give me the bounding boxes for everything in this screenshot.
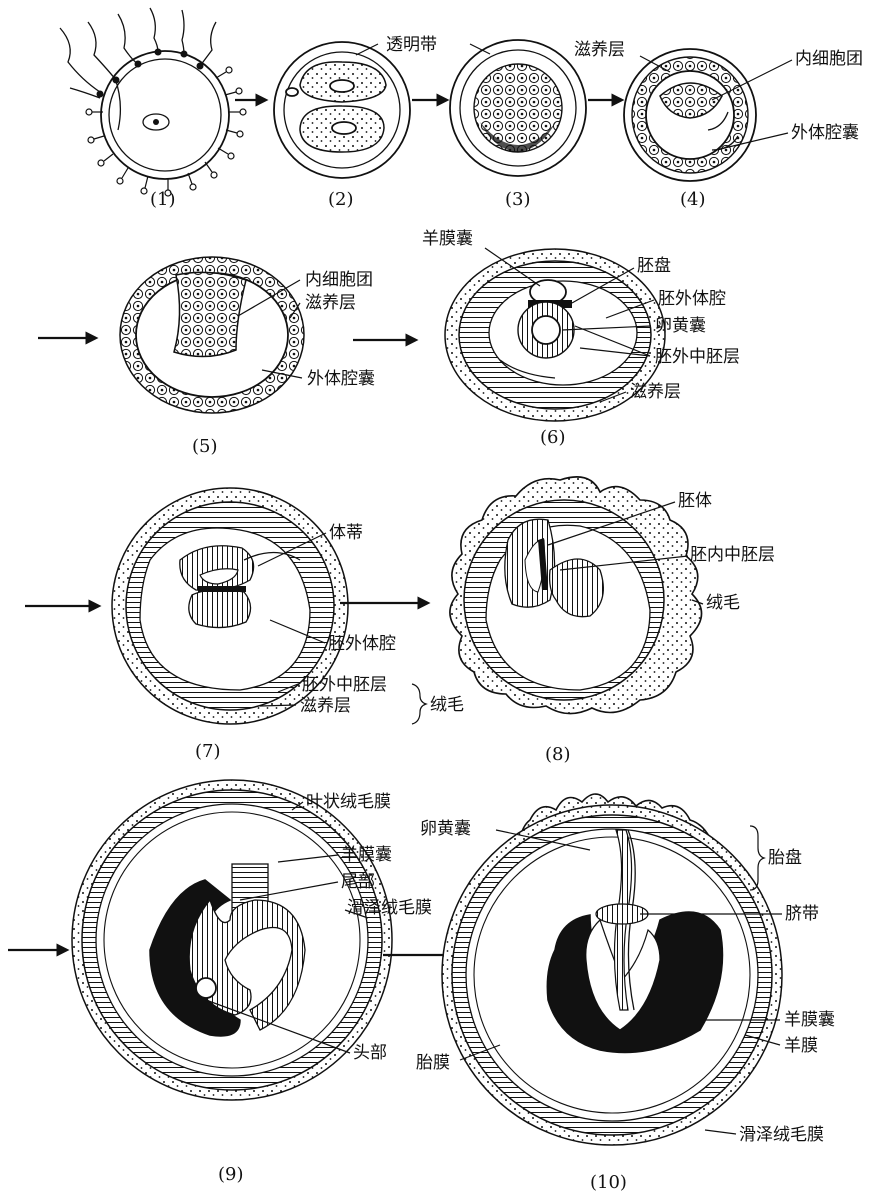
- stage-9-figure: [72, 780, 392, 1100]
- label-s7-body-stalk: 体蒂: [329, 523, 363, 543]
- caption-stage-1: (1): [150, 189, 176, 210]
- label-s6-embryonic-disc: 胚盘: [637, 256, 671, 276]
- label-s7-extraembryonic-mesoderm: 胚外中胚层: [302, 675, 387, 695]
- label-s6-trophoblast: 滋养层: [630, 382, 681, 402]
- label-s4-inner-cell-mass: 内细胞团: [795, 49, 863, 69]
- caption-stage-4: (4): [680, 189, 706, 210]
- caption-stage-9: (9): [218, 1164, 244, 1185]
- caption-stage-7: (7): [195, 741, 221, 762]
- caption-stage-3: (3): [505, 189, 531, 210]
- label-s9-chorion-frondosum: 叶状绒毛膜: [306, 792, 391, 812]
- label-s10-yolk-sac: 卵黄囊: [420, 819, 471, 839]
- stage-2-figure: [274, 42, 410, 178]
- label-s9-tail: 尾部: [341, 872, 375, 892]
- label-s8-intraembryonic-mesoderm: 胚内中胚层: [690, 545, 775, 565]
- label-s5-inner-cell-mass: 内细胞团: [305, 270, 373, 290]
- caption-stage-2: (2): [328, 189, 354, 210]
- caption-stage-5: (5): [192, 436, 218, 457]
- stage-8-figure: [450, 477, 702, 714]
- label-s10-amniotic-sac: 羊膜囊: [784, 1010, 835, 1030]
- label-s10-placenta: 胎盘: [768, 848, 802, 868]
- label-s6-yolk-sac: 卵黄囊: [655, 316, 706, 336]
- caption-stage-6: (6): [540, 427, 566, 448]
- caption-stage-10: (10): [590, 1172, 627, 1193]
- label-s7-trophoblast: 滋养层: [300, 696, 351, 716]
- label-s10-chorion-laeve: 滑泽绒毛膜: [739, 1125, 824, 1145]
- stage-1-figure: [60, 8, 246, 196]
- label-s7-villi: 绒毛: [430, 695, 464, 715]
- label-s10-amnion: 羊膜: [784, 1036, 818, 1056]
- label-s10-umbilical-cord: 脐带: [785, 904, 819, 924]
- stage-10-figure: [442, 794, 782, 1145]
- label-s4-blastocoel: 外体腔囊: [791, 123, 859, 143]
- label-s6-extraembryonic-coelom: 胚外体腔: [658, 289, 726, 309]
- stage-5-figure: [120, 257, 304, 413]
- stage-3-figure: [450, 40, 586, 176]
- label-s10-fetal-membrane: 胎膜: [416, 1053, 450, 1073]
- caption-stage-8: (8): [545, 744, 571, 765]
- label-s5-trophoblast: 滋养层: [305, 293, 356, 313]
- label-s9-head: 头部: [353, 1043, 387, 1063]
- label-s6-extraembryonic-mesoderm: 胚外中胚层: [655, 347, 740, 367]
- label-s6-amniotic-sac: 羊膜囊: [422, 229, 473, 249]
- label-zona-pellucida: 透明带: [386, 35, 437, 55]
- label-s5-blastocoel: 外体腔囊: [307, 369, 375, 389]
- label-s9-chorion-laeve: 滑泽绒毛膜: [347, 898, 432, 918]
- label-s9-amniotic-sac: 羊膜囊: [341, 845, 392, 865]
- label-s7-extraembryonic-coelom: 胚外体腔: [328, 634, 396, 654]
- stage-4-figure: [624, 49, 756, 181]
- label-s8-embryo: 胚体: [678, 491, 712, 511]
- label-s4-trophoblast: 滋养层: [574, 40, 625, 60]
- label-s8-villi: 绒毛: [706, 593, 740, 613]
